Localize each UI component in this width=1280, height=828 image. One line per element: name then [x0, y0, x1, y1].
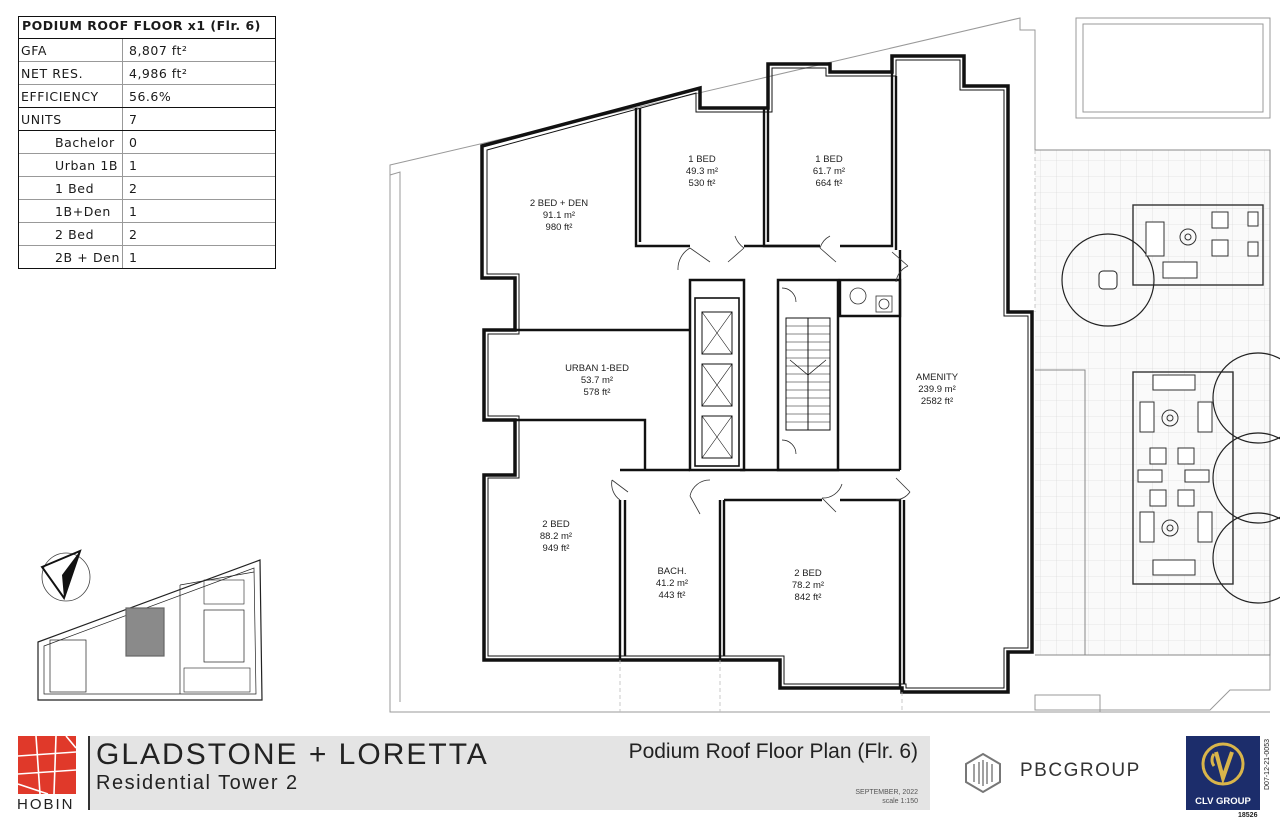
- svg-text:578 ft²: 578 ft²: [584, 387, 611, 398]
- clv-logo: [1186, 736, 1260, 810]
- drawing-number: D07-12-21-0053: [1264, 739, 1271, 790]
- structural-grid: [619, 150, 1036, 712]
- schedule-label: 1 Bed: [55, 180, 95, 196]
- schedule-row: NET RES. 4,986 ft²: [19, 62, 275, 85]
- schedule-row: Bachelor 0: [19, 131, 275, 154]
- core-elevators: [688, 278, 746, 472]
- svg-text:91.1 m²: 91.1 m²: [543, 210, 575, 221]
- schedule-row: UNITS 7: [19, 108, 275, 131]
- svg-text:AMENITY: AMENITY: [916, 372, 959, 383]
- room-label-1bed-a: 1 BED 49.3 m² 530 ft²: [686, 154, 718, 189]
- project-code: 18526: [1238, 812, 1258, 819]
- schedule-label: 2B + Den: [55, 249, 120, 265]
- svg-text:2582 ft²: 2582 ft²: [921, 396, 953, 407]
- plan-title: Podium Roof Floor Plan (Flr. 6): [628, 740, 918, 763]
- drawing-scale: scale 1:150: [882, 798, 918, 805]
- hobin-logo: [18, 736, 76, 794]
- schedule-value: 1: [122, 154, 275, 176]
- svg-text:2 BED + DEN: 2 BED + DEN: [530, 198, 588, 209]
- svg-text:980 ft²: 980 ft²: [546, 222, 573, 233]
- unit-schedule-table: PODIUM ROOF FLOOR x1 (Flr. 6) GFA 8,807 f…: [18, 16, 276, 269]
- schedule-value: 7: [122, 108, 275, 130]
- svg-text:78.2 m²: 78.2 m²: [792, 580, 824, 591]
- svg-text:1 BED: 1 BED: [688, 154, 716, 165]
- clv-emblem-icon: [1201, 742, 1245, 786]
- schedule-value: 8,807 ft²: [122, 39, 275, 61]
- core-stair: [776, 278, 840, 472]
- schedule-row: GFA 8,807 ft²: [19, 39, 275, 62]
- schedule-title: PODIUM ROOF FLOOR x1 (Flr. 6): [19, 17, 275, 39]
- pbc-wordmark: PBCGROUP: [1020, 760, 1141, 781]
- room-label-2bed-a: 2 BED 88.2 m² 949 ft²: [540, 519, 572, 554]
- schedule-row: 1 Bed 2: [19, 177, 275, 200]
- title-block: GLADSTONE + LORETTA Residential Tower 2 …: [88, 736, 930, 810]
- schedule-value: 2: [122, 177, 275, 199]
- schedule-label: UNITS: [21, 111, 62, 127]
- key-plan: [37, 559, 263, 701]
- svg-text:1 BED: 1 BED: [815, 154, 843, 165]
- svg-text:443 ft²: 443 ft²: [659, 590, 686, 601]
- svg-text:41.2 m²: 41.2 m²: [656, 578, 688, 589]
- svg-text:2 BED: 2 BED: [794, 568, 822, 579]
- date-scale: SEPTEMBER, 2022 scale 1:150: [855, 788, 918, 806]
- schedule-value: 2: [122, 223, 275, 245]
- schedule-value: 1: [122, 246, 275, 268]
- project-subtitle: Residential Tower 2: [96, 772, 299, 794]
- room-label-amenity: AMENITY 239.9 m² 2582 ft²: [916, 372, 959, 407]
- svg-text:88.2 m²: 88.2 m²: [540, 531, 572, 542]
- north-arrow-icon: [40, 549, 91, 602]
- svg-text:2 BED: 2 BED: [542, 519, 570, 530]
- schedule-row: 2 Bed 2: [19, 223, 275, 246]
- door-swings: [611, 235, 911, 515]
- svg-text:53.7 m²: 53.7 m²: [581, 375, 613, 386]
- pbc-logo-icon: [965, 752, 1001, 794]
- schedule-value: 4,986 ft²: [122, 62, 275, 84]
- project-title: GLADSTONE + LORETTA: [96, 738, 489, 771]
- room-label-2bed-b: 2 BED 78.2 m² 842 ft²: [792, 568, 824, 603]
- drawing-date: SEPTEMBER, 2022: [855, 789, 918, 796]
- schedule-label: EFFICIENCY: [21, 88, 99, 104]
- svg-text:530 ft²: 530 ft²: [689, 178, 716, 189]
- room-label-urban-1bed: URBAN 1-BED 53.7 m² 578 ft²: [565, 363, 629, 398]
- schedule-label: 2 Bed: [55, 226, 95, 242]
- schedule-label: NET RES.: [21, 65, 84, 81]
- svg-text:URBAN 1-BED: URBAN 1-BED: [565, 363, 629, 374]
- interior-partitions: [484, 72, 906, 688]
- schedule-row: 1B+Den 1: [19, 200, 275, 223]
- schedule-value: 56.6%: [122, 85, 275, 107]
- clv-wordmark: CLV GROUP: [1195, 796, 1251, 807]
- room-label-2bed-den: 2 BED + DEN 91.1 m² 980 ft²: [530, 198, 588, 233]
- svg-text:842 ft²: 842 ft²: [795, 592, 822, 603]
- svg-text:949 ft²: 949 ft²: [543, 543, 570, 554]
- schedule-label: GFA: [21, 42, 48, 58]
- amenity-terrace: [1035, 149, 1280, 656]
- schedule-value: 1: [122, 200, 275, 222]
- svg-text:49.3 m²: 49.3 m²: [686, 166, 718, 177]
- hobin-wordmark: HOBIN: [17, 796, 75, 813]
- schedule-label: Bachelor: [55, 134, 115, 150]
- svg-text:61.7 m²: 61.7 m²: [813, 166, 845, 177]
- building-wall-inner: [486, 59, 1029, 689]
- schedule-value: 0: [122, 131, 275, 153]
- room-label-bachelor: BACH. 41.2 m² 443 ft²: [656, 566, 688, 601]
- svg-text:664 ft²: 664 ft²: [816, 178, 843, 189]
- room-label-1bed-b: 1 BED 61.7 m² 664 ft²: [813, 154, 845, 189]
- site-boundary: [389, 17, 1271, 713]
- schedule-label: 1B+Den: [55, 203, 111, 219]
- svg-text:BACH.: BACH.: [657, 566, 686, 577]
- schedule-row: EFFICIENCY 56.6%: [19, 85, 275, 108]
- svg-text:239.9 m²: 239.9 m²: [918, 384, 956, 395]
- schedule-label: Urban 1B: [55, 157, 119, 173]
- title-divider: [88, 736, 90, 810]
